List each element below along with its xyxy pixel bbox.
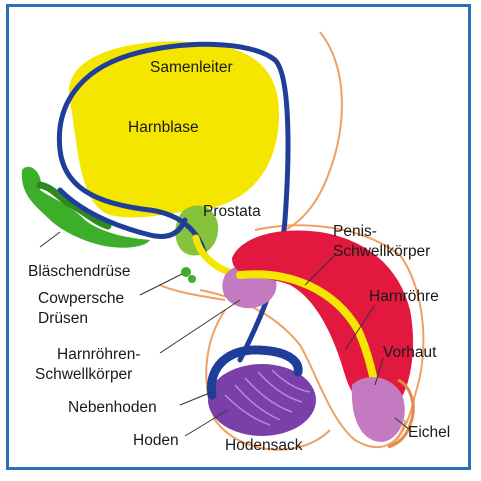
label-penis-schwellkoerper-2: Schwellkörper [333, 242, 430, 261]
label-cowpersche-2: Drüsen [38, 309, 88, 328]
label-hodensack: Hodensack [225, 436, 303, 455]
label-prostata: Prostata [203, 202, 261, 221]
label-vorhaut: Vorhaut [383, 343, 436, 362]
label-harnroehren-schwellkoerper-1: Harnröhren- [57, 345, 141, 364]
label-eichel: Eichel [408, 423, 450, 442]
label-samenleiter: Samenleiter [150, 58, 233, 77]
label-cowpersche-1: Cowpersche [38, 289, 124, 308]
label-harnroehren-schwellkoerper-2: Schwellkörper [35, 365, 132, 384]
label-penis-schwellkoerper-1: Penis- [333, 222, 377, 241]
label-nebenhoden: Nebenhoden [68, 398, 157, 417]
label-harnroehre: Harnröhre [369, 287, 439, 306]
lower-wall [160, 285, 225, 300]
cowper-gland [188, 275, 196, 283]
label-blaeschendruese: Bläschendrüse [28, 262, 131, 281]
label-hoden: Hoden [133, 431, 179, 450]
label-harnblase: Harnblase [128, 118, 199, 137]
cowper-gland [181, 267, 191, 277]
